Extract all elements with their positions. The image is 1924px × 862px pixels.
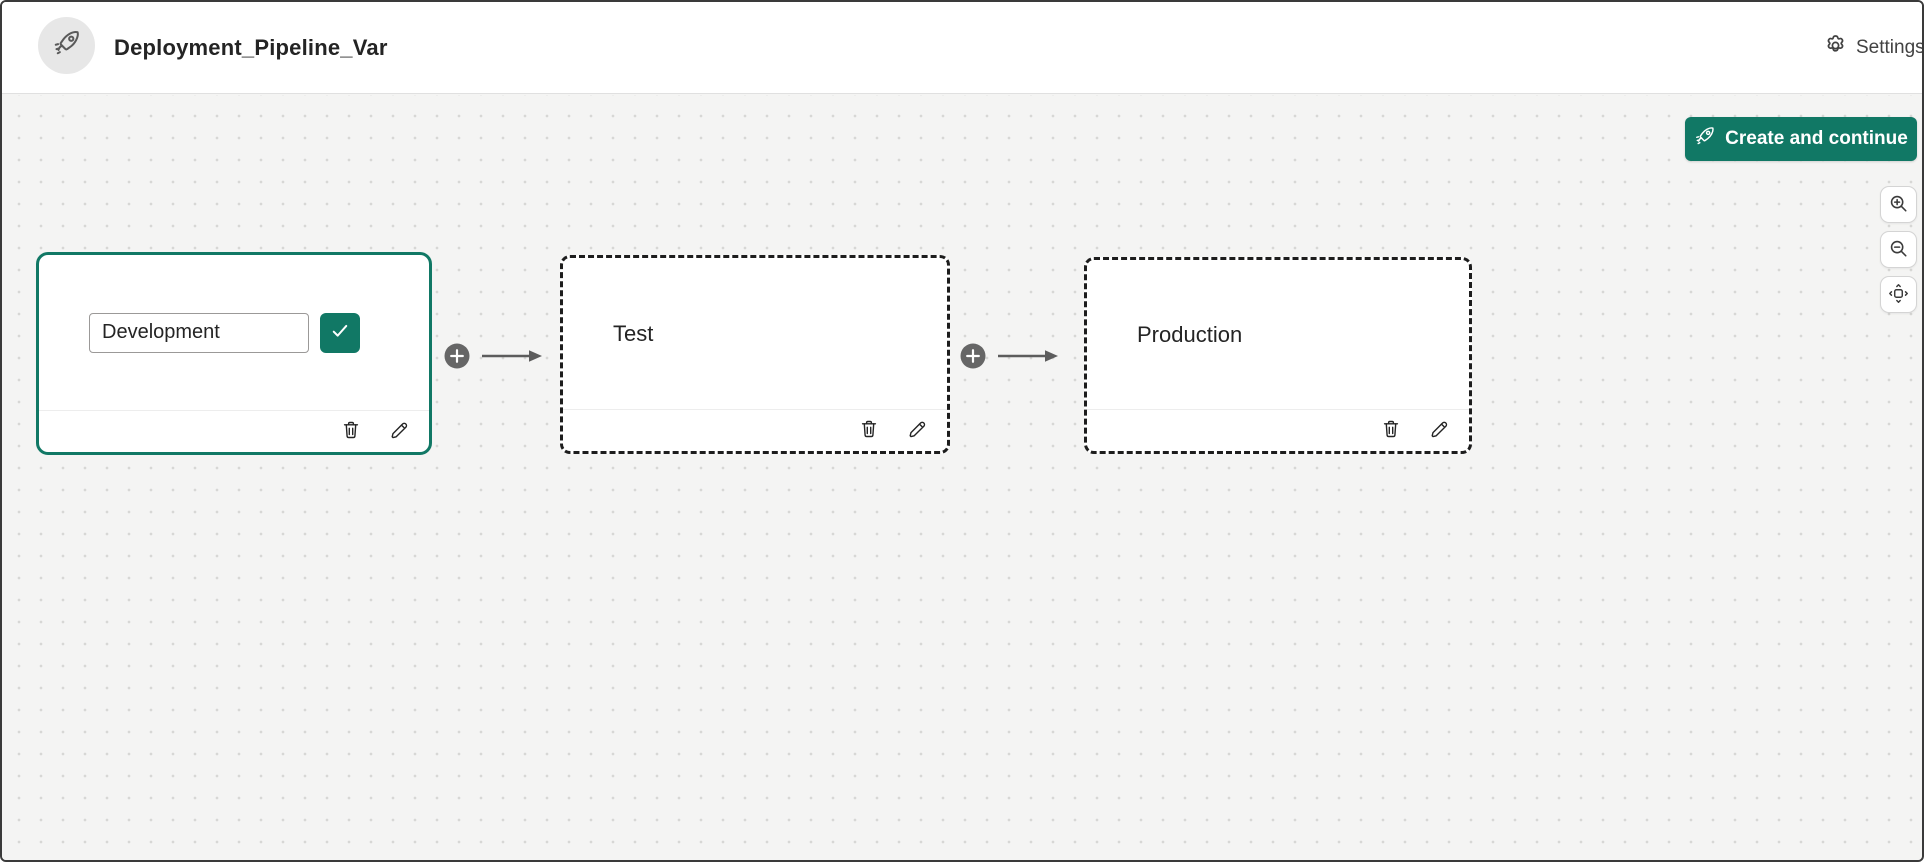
add-stage-button[interactable] — [960, 343, 986, 369]
fit-view-icon — [1888, 283, 1909, 307]
header: Deployment_Pipeline_Var Settings — [2, 2, 1922, 94]
stage-connector — [960, 343, 1058, 369]
stage-card-development[interactable] — [36, 252, 432, 455]
delete-stage-button[interactable] — [1380, 420, 1402, 442]
add-stage-button[interactable] — [444, 343, 470, 369]
zoom-out-button[interactable] — [1880, 231, 1917, 268]
fit-to-view-button[interactable] — [1880, 276, 1917, 313]
canvas-zoom-panel — [1880, 186, 1917, 313]
gear-icon — [1824, 34, 1847, 63]
stage-label: Production — [1137, 321, 1243, 347]
pencil-icon — [389, 420, 409, 443]
trash-icon — [859, 419, 879, 442]
stage-name-input[interactable] — [89, 312, 309, 353]
settings-button[interactable]: Settings — [1824, 2, 1922, 93]
edit-stage-button[interactable] — [388, 421, 410, 443]
stage-label: Test — [613, 320, 654, 346]
stage-connector — [444, 343, 542, 369]
edit-stage-button[interactable] — [1428, 420, 1450, 442]
stage-card-test[interactable]: Test — [560, 255, 950, 454]
stage-body: Test — [563, 258, 947, 409]
edit-stage-button[interactable] — [906, 420, 928, 442]
page-title: Deployment_Pipeline_Var — [114, 35, 388, 60]
stage-body: Production — [1087, 260, 1469, 409]
stage-footer — [39, 410, 429, 452]
plus-icon — [966, 349, 980, 363]
delete-stage-button[interactable] — [858, 420, 880, 442]
stage-footer — [1087, 409, 1469, 451]
delete-stage-button[interactable] — [340, 421, 362, 443]
pencil-icon — [1429, 419, 1449, 442]
pipeline-avatar — [38, 17, 95, 74]
stage-footer — [563, 409, 947, 451]
confirm-stage-name-button[interactable] — [320, 312, 360, 353]
rocket-icon — [1694, 125, 1716, 153]
trash-icon — [1381, 419, 1401, 442]
magnifier-minus-icon — [1888, 238, 1909, 262]
create-button-label: Create and continue — [1725, 128, 1908, 149]
stage-body — [39, 255, 429, 410]
trash-icon — [341, 420, 361, 443]
check-icon — [329, 320, 351, 345]
stage-card-production[interactable]: Production — [1084, 257, 1472, 454]
create-and-continue-button[interactable]: Create and continue — [1685, 117, 1917, 161]
settings-label: Settings — [1856, 37, 1922, 58]
magnifier-plus-icon — [1888, 193, 1909, 217]
zoom-in-button[interactable] — [1880, 186, 1917, 223]
pencil-icon — [907, 419, 927, 442]
plus-icon — [450, 349, 464, 363]
arrow-icon — [482, 350, 542, 362]
rocket-icon — [52, 28, 82, 63]
pipeline-canvas: Create and continue — [2, 95, 1922, 860]
arrow-icon — [998, 350, 1058, 362]
